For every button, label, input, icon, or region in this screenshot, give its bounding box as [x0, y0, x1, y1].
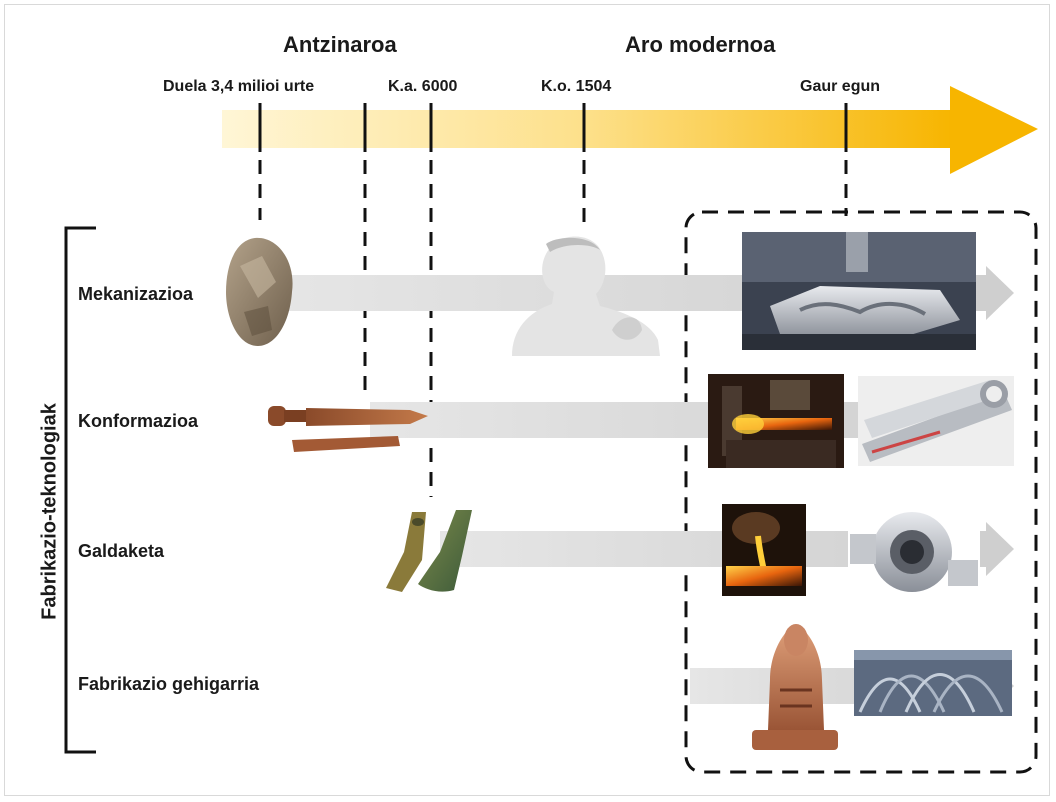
stone-handaxe-image — [226, 238, 293, 346]
metal-profiles-image — [858, 376, 1014, 466]
axis-label-technologies: Fabrikazio-teknologiak — [39, 402, 62, 622]
timeline-arrow — [222, 86, 1038, 174]
cnc-machining-image — [742, 232, 976, 350]
lattice-part-image — [854, 650, 1012, 716]
row-label-additive: Fabrikazio gehigarria — [78, 674, 259, 695]
row-label-machining: Mekanizazioa — [78, 284, 193, 305]
bronze-axes-image — [386, 510, 472, 592]
casting-pour-image — [722, 504, 806, 596]
turbo-housing-image — [848, 506, 980, 596]
row-label-casting: Galdaketa — [78, 541, 164, 562]
forging-image — [708, 374, 844, 468]
row-label-forming: Konformazioa — [78, 411, 198, 432]
